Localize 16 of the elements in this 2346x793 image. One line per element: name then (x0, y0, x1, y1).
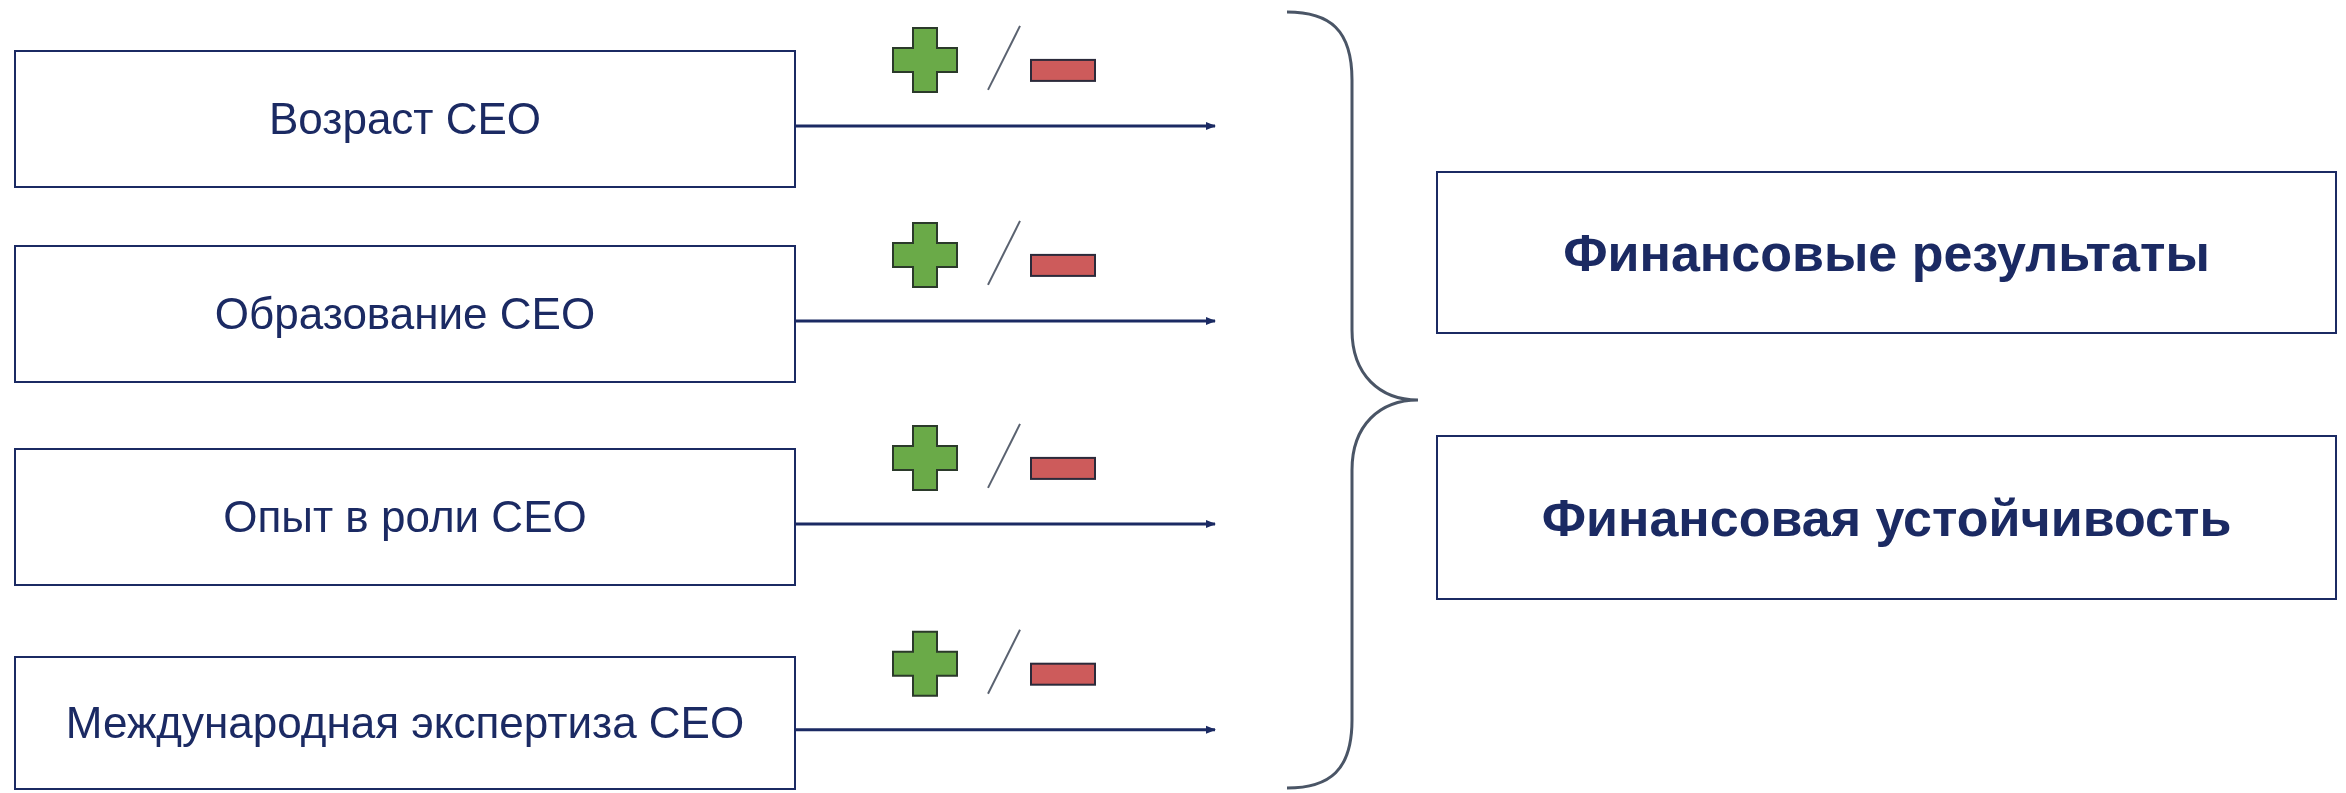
box-label: Финансовые результаты (1563, 222, 2210, 283)
box-label: Международная экспертиза CEO (65, 698, 745, 748)
box-label: Финансовая устойчивость (1541, 487, 2232, 548)
arrow (796, 519, 1216, 528)
text-box (14, 50, 796, 188)
arrow (796, 725, 1216, 734)
arrow (796, 121, 1216, 130)
text-box (14, 245, 796, 383)
text-box (1436, 435, 2337, 600)
arrow (796, 316, 1216, 325)
box-label: Возраст CEO (268, 94, 542, 144)
box-label: Опыт в роли CEO (223, 492, 587, 542)
box-label: Образование CEO (214, 289, 596, 339)
text-box (1436, 171, 2337, 334)
text-box (14, 656, 796, 790)
text-box (14, 448, 796, 586)
